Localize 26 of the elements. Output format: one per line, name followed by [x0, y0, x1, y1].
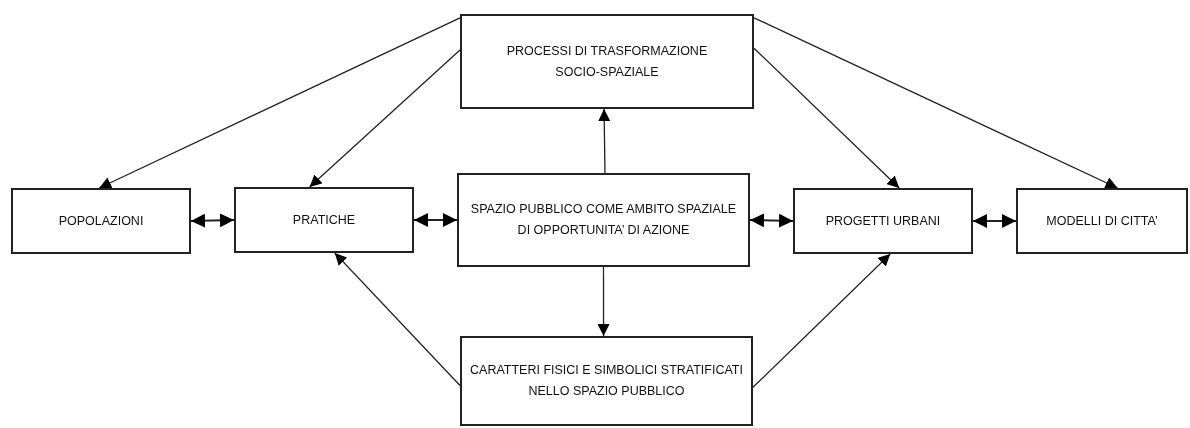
process-box: [460, 14, 754, 109]
box-label: PROGETTI URBANI: [825, 212, 941, 230]
box-label: CARATTERI FISICI E SIMBOLICI STRATIFICATI NELLO SPAZIO PUBBLICO: [470, 362, 743, 400]
arrow: [98, 17, 461, 189]
arrow: [334, 252, 461, 387]
arrow: [598, 108, 611, 174]
box-label: MODELLI DI CITTA’: [1046, 212, 1158, 230]
process-box: [11, 188, 191, 254]
arrow: [413, 213, 458, 227]
arrow: [190, 213, 235, 228]
process-box: [460, 336, 753, 426]
process-box: [457, 173, 750, 267]
process-box: [234, 187, 414, 253]
process-box: [793, 188, 973, 254]
arrow: [749, 213, 794, 228]
box-label: PROCESSI DI TRASFORMAZIONE SOCIO-SPAZIALE: [505, 42, 709, 81]
arrow: [308, 49, 461, 188]
arrow: [597, 266, 610, 337]
box-label: PRATICHE: [292, 211, 356, 229]
process-box: [1016, 188, 1188, 254]
box-label: SPAZIO PUBBLICO COME AMBITO SPAZIALE DI OPPORTUNITA’ DI AZIONE: [469, 201, 738, 239]
arrow: [752, 253, 891, 388]
arrow: [753, 17, 1119, 189]
box-label: POPOLAZIONI: [58, 212, 144, 230]
arrow: [972, 214, 1017, 228]
arrow: [753, 47, 900, 189]
